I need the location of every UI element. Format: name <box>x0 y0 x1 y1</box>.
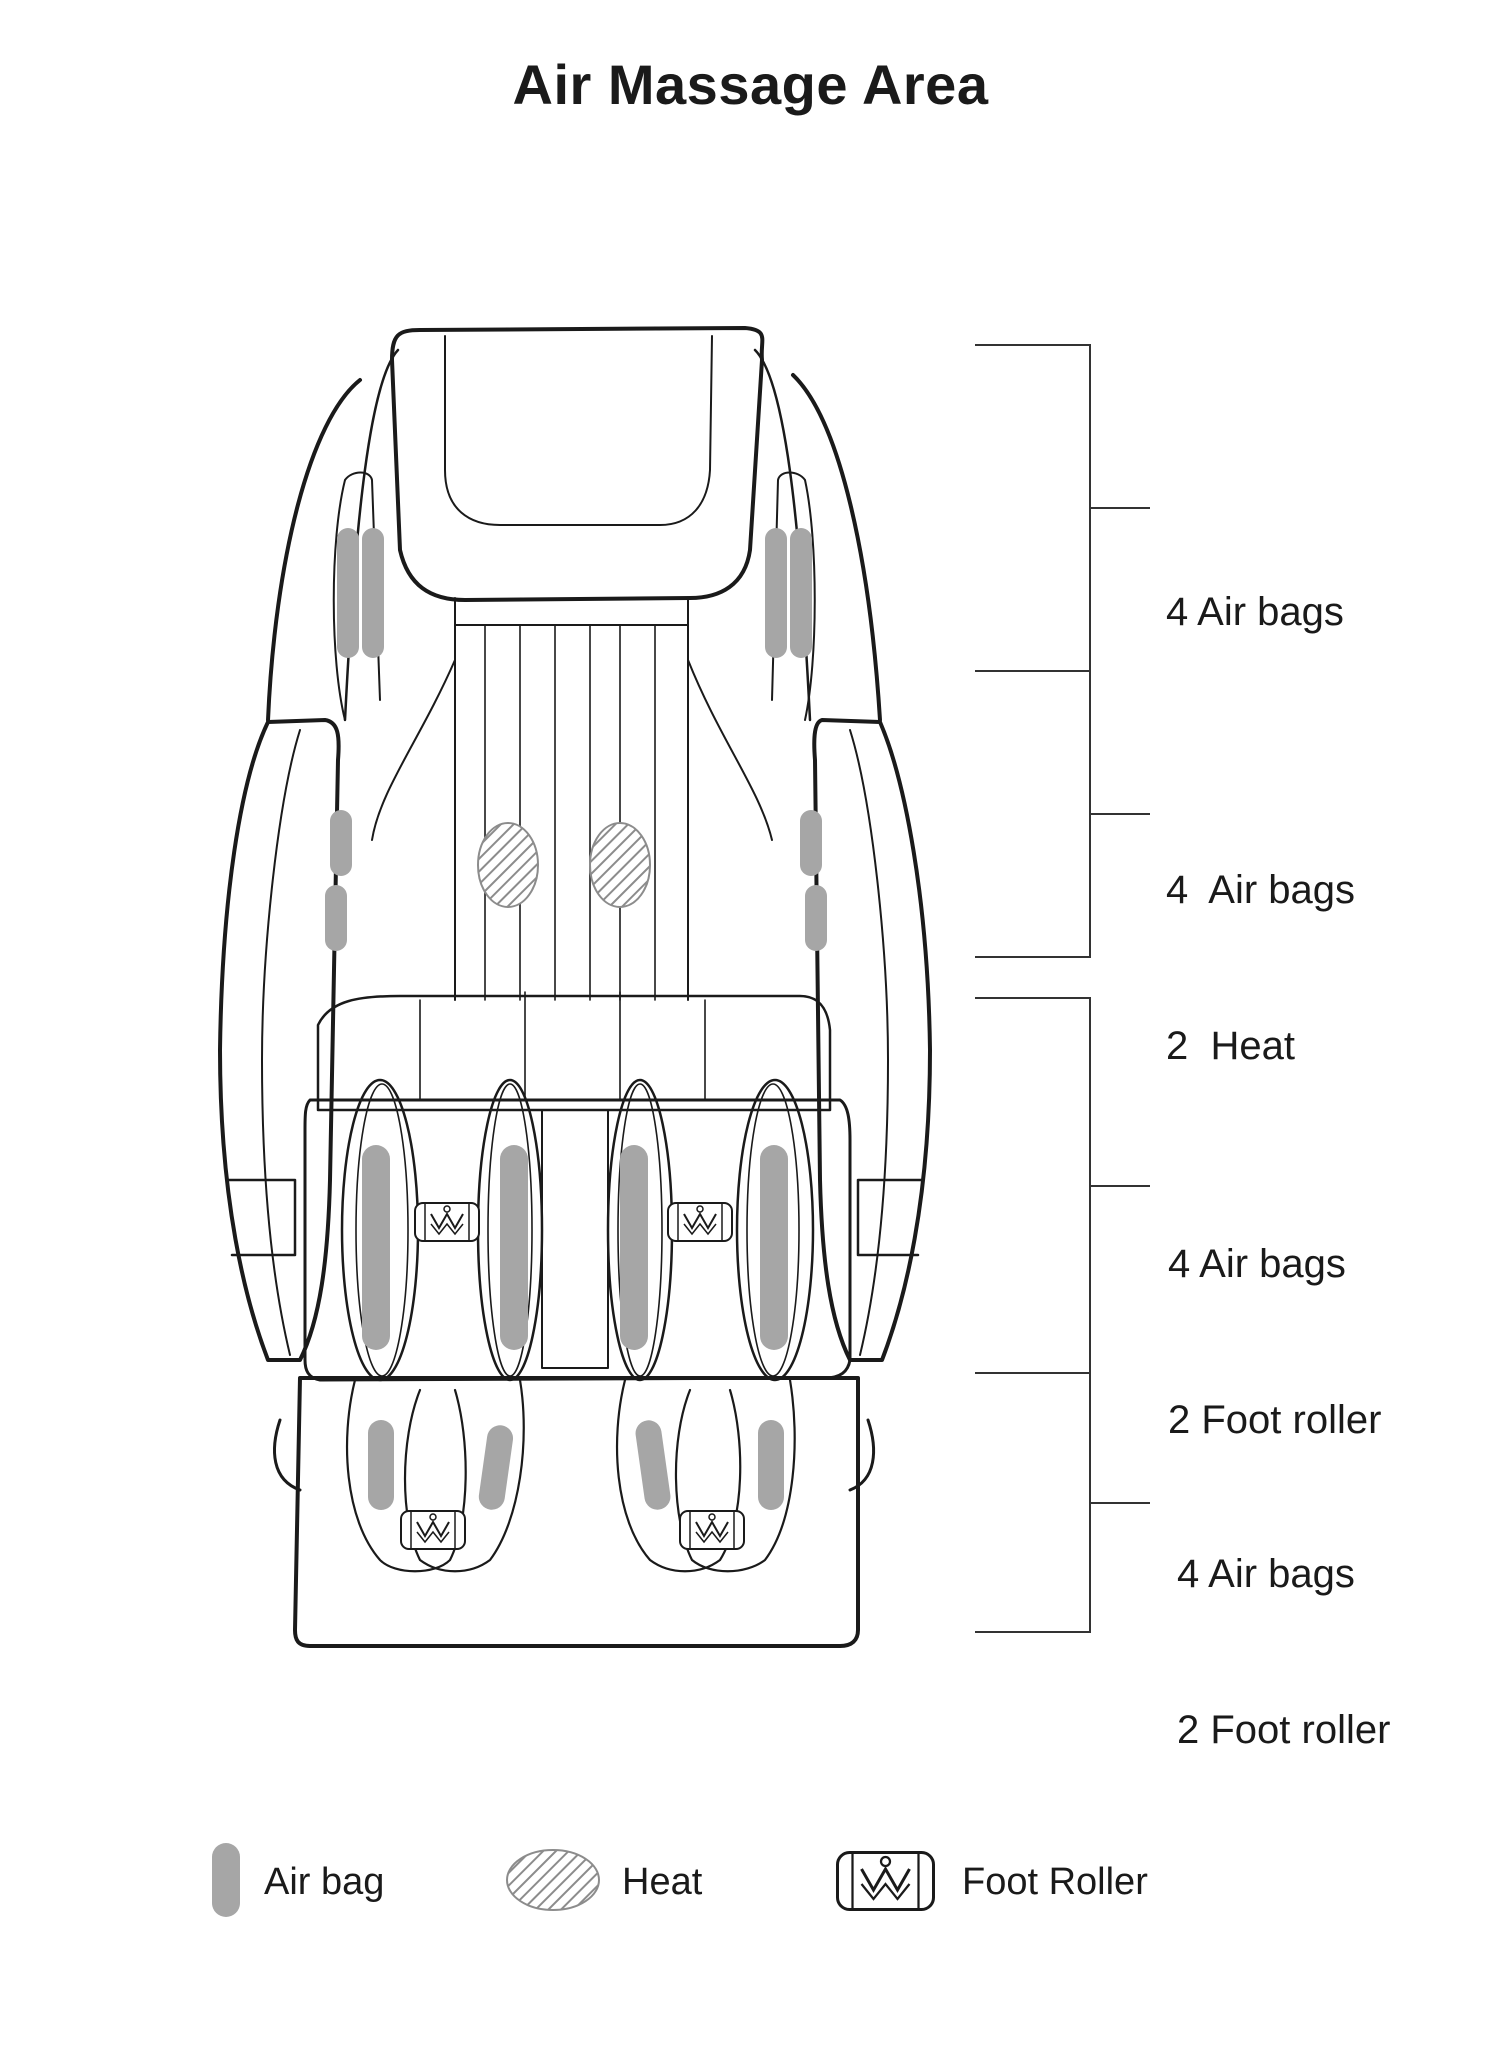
zone-label-line: 2 Foot roller <box>1168 1398 1382 1442</box>
legend-icons <box>212 1843 935 1917</box>
zone-label-calves: 4 Air bags 2 Foot roller <box>1168 1134 1381 1498</box>
zone-label-line: 2 Foot roller <box>1177 1708 1391 1752</box>
zone-label-lower-back: 4 Air bags 2 Heat <box>1166 760 1355 1124</box>
zone-label-line: 4 Air bags <box>1168 1242 1346 1286</box>
zone-label-line: 4 Air bags <box>1166 868 1356 912</box>
zone-label-line: 4 Air bags <box>1177 1552 1355 1596</box>
zone-brackets <box>975 344 1150 1633</box>
air-bag-icon <box>212 1843 240 1917</box>
legend-label-heat: Heat <box>622 1861 703 1903</box>
legend-label-foot-roller: Foot Roller <box>962 1861 1148 1903</box>
legend-label-air-bag: Air bag <box>264 1861 385 1903</box>
chair-outline <box>218 326 932 1648</box>
heat-icon <box>506 1849 600 1911</box>
foot-roller-icon <box>836 1851 935 1911</box>
chair-heat-zones <box>477 822 651 908</box>
diagram-title: Air Massage Area <box>512 53 989 116</box>
zone-label-line: 4 Air bags <box>1166 590 1344 634</box>
chair-air-bags <box>325 528 827 1510</box>
zone-label-upper-back: 4 Air bags <box>1166 482 1344 690</box>
zone-label-feet: 4 Air bags 2 Foot roller <box>1177 1444 1390 1808</box>
zone-label-line: 2 Heat <box>1166 1024 1295 1068</box>
